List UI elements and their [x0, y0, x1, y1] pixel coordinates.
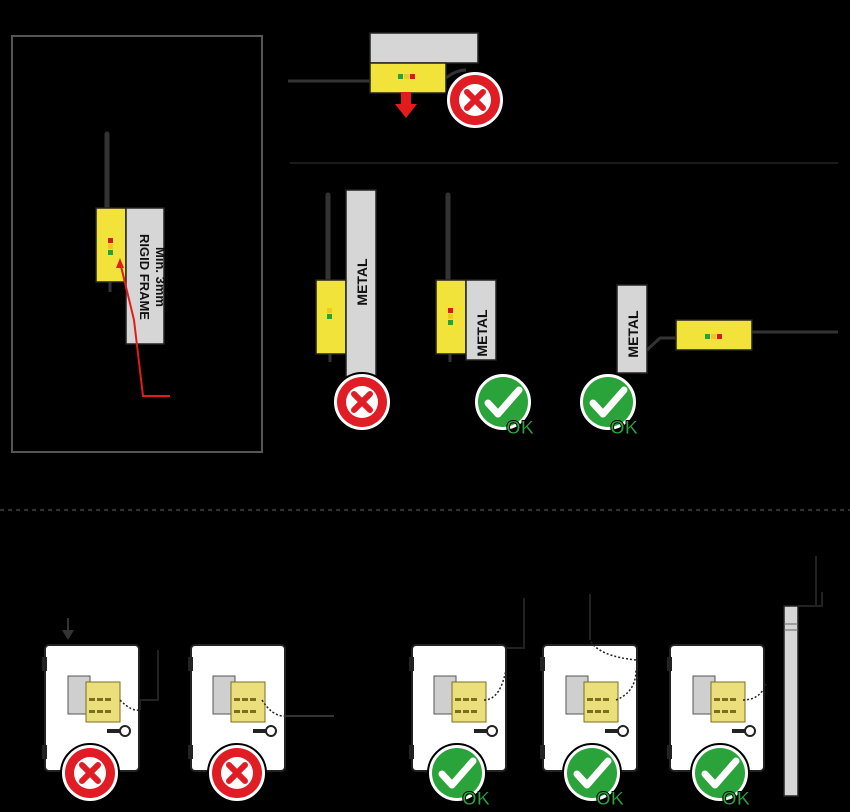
cabinet-scene-4: OK — [539, 594, 638, 811]
cabinet-scene-2 — [187, 644, 334, 802]
hanging-device-scene — [288, 32, 504, 129]
metal-label-3: METAL — [625, 310, 641, 358]
fall-arrow-icon — [395, 92, 417, 118]
ok-label-2: OK — [610, 418, 639, 439]
ok-label-1: OK — [506, 418, 535, 439]
metal-scene-2: METAL OK — [435, 192, 535, 440]
error-icon — [333, 373, 391, 431]
error-icon — [208, 744, 266, 802]
metal-label-1: METAL — [354, 258, 370, 306]
ok-label-5: OK — [722, 789, 751, 810]
pointer-line — [119, 261, 170, 397]
cabinet-scene-3: OK — [408, 598, 525, 811]
metal-label-2: METAL — [474, 309, 490, 357]
metal-scene-3: METAL OK — [579, 284, 838, 440]
ok-label-3: OK — [462, 789, 491, 810]
mast — [783, 605, 799, 797]
cabinet-scene-5: OK — [666, 556, 823, 811]
rigid-frame-label: RIGID FRAME — [137, 234, 152, 320]
error-icon — [61, 744, 119, 802]
error-icon — [446, 71, 504, 129]
ok-label-4: OK — [596, 789, 625, 810]
rigid-frame-panel: RIGID FRAME Min. 3mm — [11, 35, 263, 453]
rigid-frame-thickness-label: Min. 3mm — [153, 247, 168, 307]
cabinet-scene-1 — [41, 618, 159, 802]
metal-scene-1: METAL — [315, 189, 391, 431]
